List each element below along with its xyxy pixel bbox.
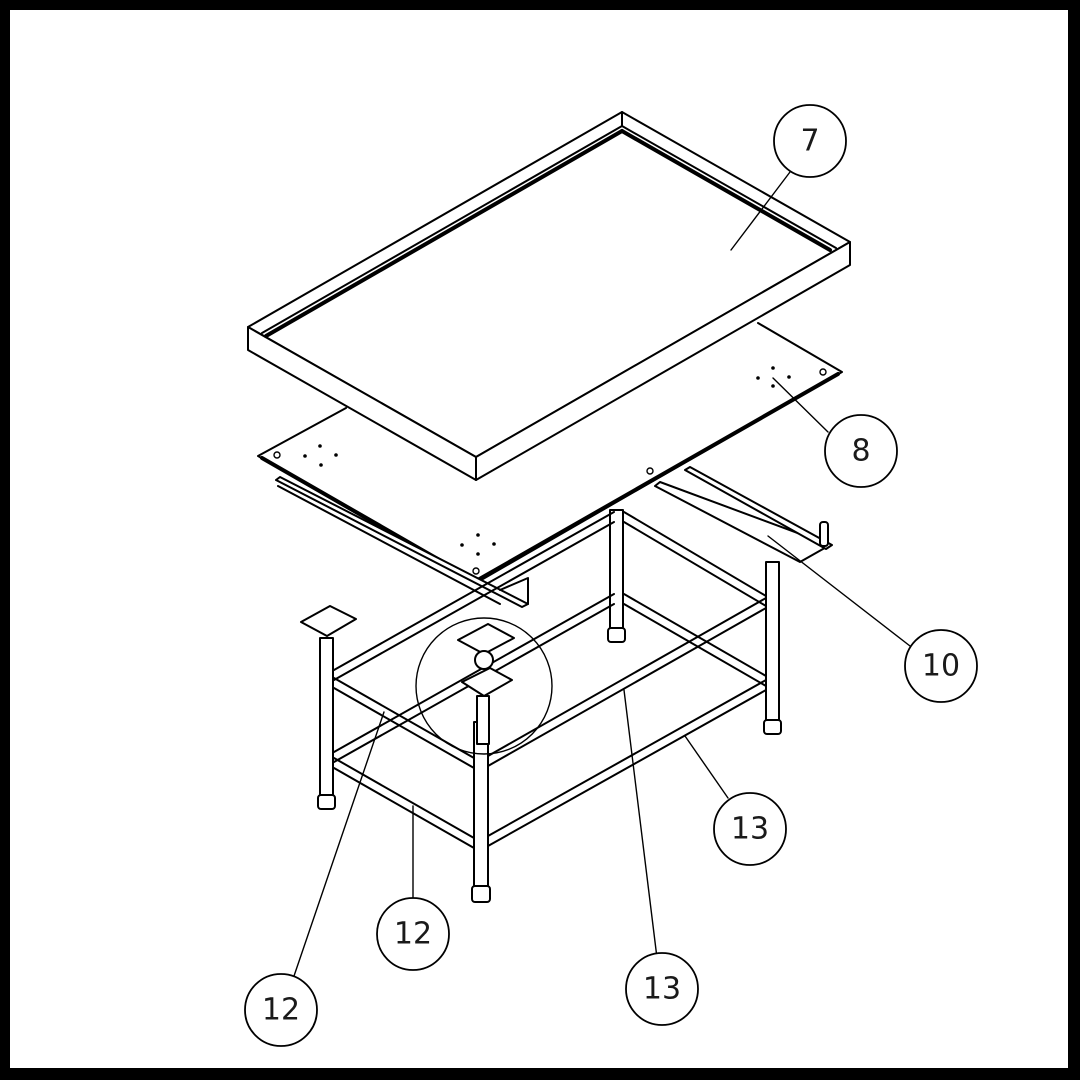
callout-8[interactable]: 8 (824, 414, 898, 488)
callout-label: 13 (643, 972, 681, 1007)
callout-12a[interactable]: 12 (244, 973, 318, 1047)
callout-label: 13 (731, 812, 769, 847)
callout-13a[interactable]: 13 (713, 792, 787, 866)
side-rail (654, 466, 833, 563)
callout-10[interactable]: 10 (904, 629, 978, 703)
leader-lines (293, 171, 911, 977)
callout-12b[interactable]: 12 (376, 897, 450, 971)
callout-7[interactable]: 7 (773, 104, 847, 178)
crossbars (333, 511, 767, 849)
callout-label: 8 (851, 434, 870, 469)
top-tray (247, 111, 851, 481)
callout-13b[interactable]: 13 (625, 952, 699, 1026)
legs (300, 509, 782, 903)
callout-label: 12 (394, 917, 432, 952)
callout-label: 7 (800, 124, 819, 159)
left-rail (275, 476, 529, 608)
callout-label: 10 (922, 649, 960, 684)
callout-label: 12 (262, 993, 300, 1028)
detail-circle (415, 617, 553, 755)
